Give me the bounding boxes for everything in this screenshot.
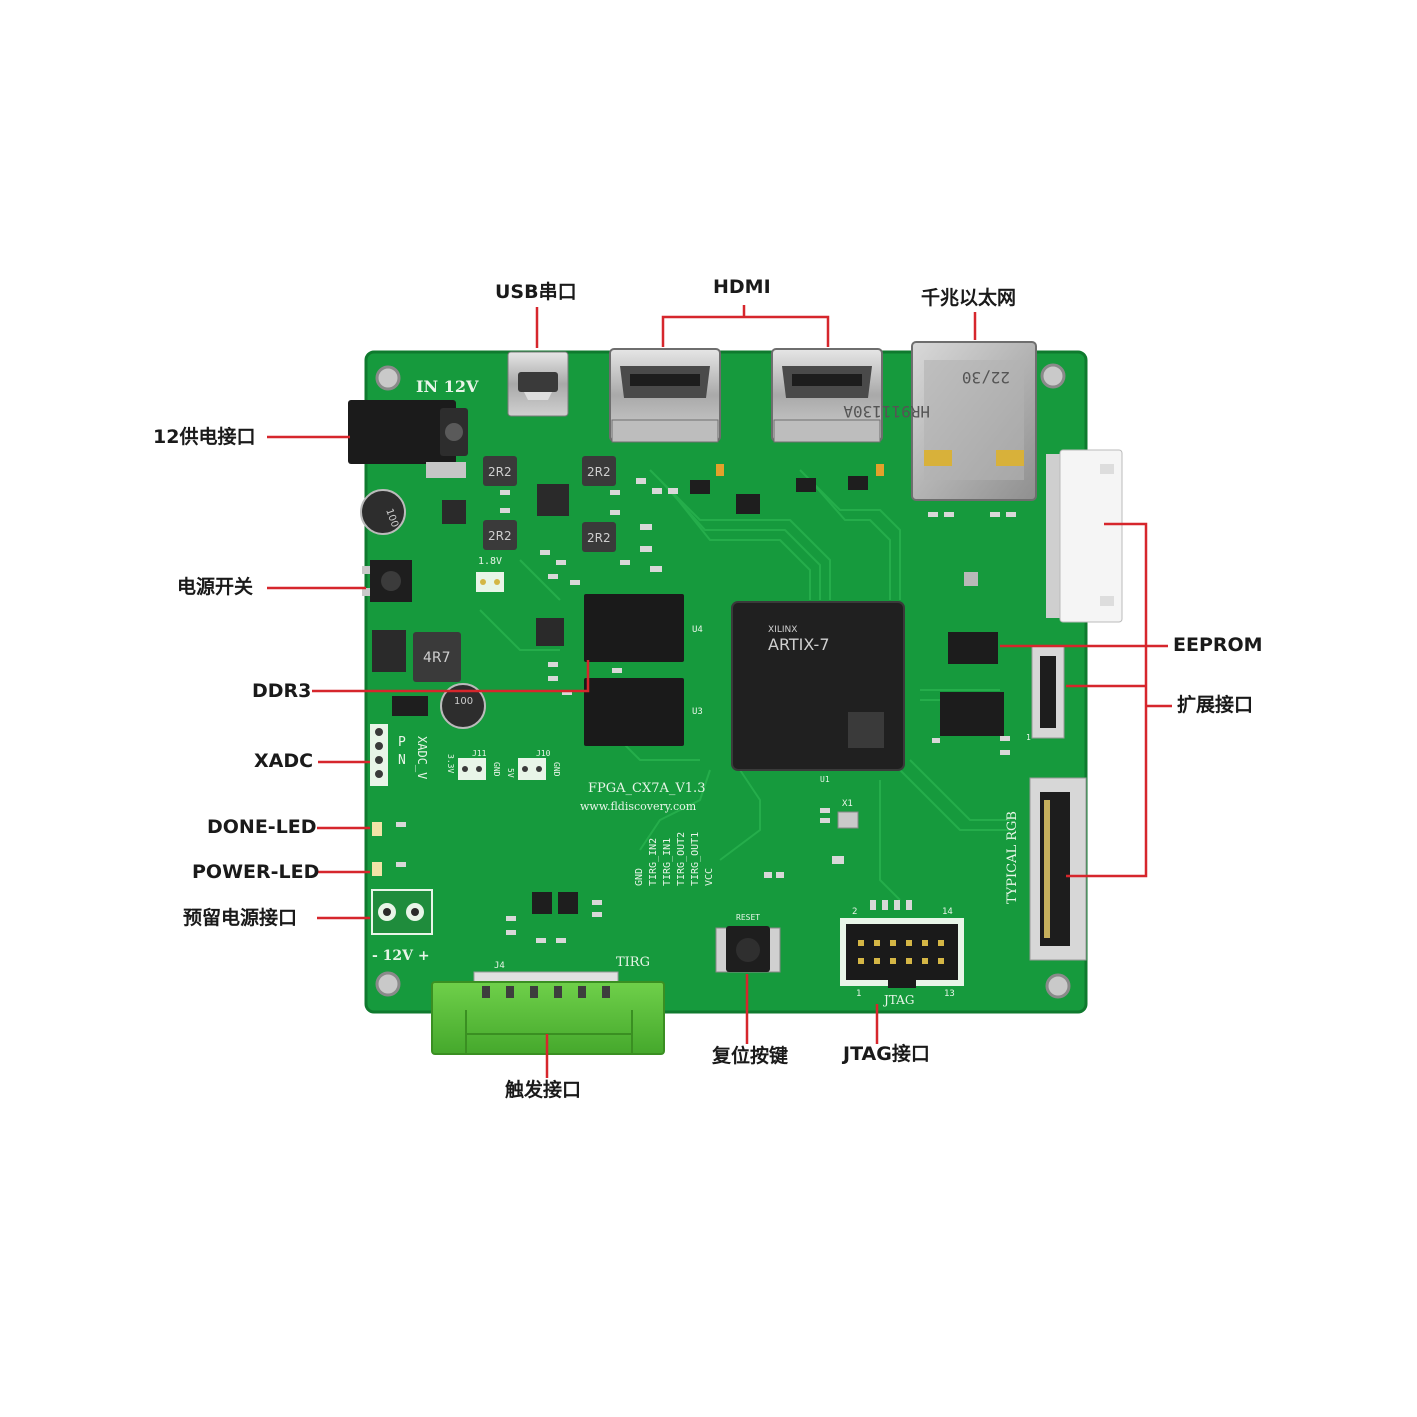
silk-x1: X1 <box>842 799 853 809</box>
jumper-j10: J10 5V GND <box>506 749 561 780</box>
label-usb-uart: USB串口 <box>495 281 577 303</box>
mounting-holes <box>375 363 1071 999</box>
capacitor-2: 100 <box>440 683 486 729</box>
silk-jtag-pin1: 1 <box>856 989 861 999</box>
silk-3v3: 3.3V <box>446 754 455 773</box>
silk-j11: J11 <box>472 749 487 758</box>
inductor-label: 2R2 <box>587 531 611 545</box>
hdmi-connector-2 <box>771 348 883 443</box>
silk-vcc: VCC <box>704 868 715 886</box>
silk-jtag-pin2: 2 <box>852 907 857 917</box>
pcb-board <box>364 350 1088 1014</box>
label-power-12v: 12供电接口 <box>153 426 256 448</box>
expansion-connector-j1 <box>1029 777 1087 961</box>
inductor-label: 2R2 <box>488 529 512 543</box>
label-trigger: 触发接口 <box>505 1079 582 1101</box>
power-led <box>372 862 382 876</box>
ddr3-chip-1: U4 <box>584 594 703 662</box>
callout-lines <box>267 305 1172 1078</box>
fpga-ref: U1 <box>820 775 830 784</box>
silk-tirg: TIRG <box>616 955 650 970</box>
silk-board-name: FPGA_CX7A_V1.3 <box>588 781 705 796</box>
done-led <box>372 822 382 836</box>
reserved-power-terminal <box>371 889 433 935</box>
silk-tirg-in2: TIRG_IN2 <box>648 838 659 886</box>
smd-passives <box>396 464 1016 943</box>
silk-j4: J4 <box>494 961 505 971</box>
silk-tirg-out2: TIRG_OUT2 <box>676 832 687 886</box>
ddr3-chip-2: U3 <box>584 678 703 746</box>
right-connector-j3 <box>1046 449 1123 623</box>
power-jack <box>348 400 468 478</box>
inductor-label: 2R2 <box>488 465 512 479</box>
inductor-4r7-label: 4R7 <box>423 650 451 666</box>
label-reserved-power: 预留电源接口 <box>183 907 298 929</box>
reset-button-component <box>715 926 781 973</box>
silk-gnd-j11: GND <box>492 762 501 777</box>
expansion-connector-j2: 1 <box>1026 645 1065 742</box>
fpga-brand: XILINX <box>768 625 797 635</box>
trigger-connector <box>431 971 665 1055</box>
silk-gnd-j10: GND <box>552 762 561 777</box>
inductor-label: 2R2 <box>587 465 611 479</box>
hdmi-connector-1 <box>609 348 721 443</box>
silk-reset: RESET <box>736 913 760 922</box>
ethernet-date-label: 22/30 <box>962 368 1010 387</box>
ethernet-connector: 22/30 HR911130A <box>843 341 1037 501</box>
silk-jtag: JTAG <box>882 993 914 1007</box>
capacitor-1: 100 <box>360 489 406 535</box>
silk-5v: 5V <box>506 768 515 778</box>
ddr3-label: U3 <box>692 707 703 717</box>
inductor-4r7: 4R7 <box>413 632 461 682</box>
fpga-family: ARTIX-7 <box>768 635 830 654</box>
label-reset-button: 复位按键 <box>712 1045 789 1067</box>
jumper-j11: J11 3.3V GND <box>446 749 501 780</box>
label-ddr3: DDR3 <box>252 680 312 702</box>
silk-1v8: 1.8V <box>478 556 502 567</box>
label-power-switch: 电源开关 <box>177 576 254 598</box>
jtag-header: 14 13 2 1 <box>840 907 964 999</box>
silk-tirg-in1: TIRG_IN1 <box>662 838 673 886</box>
silk-xadc-v: XADC_V <box>415 736 429 779</box>
ddr3-label: U4 <box>692 625 703 635</box>
silk-12v-polarity: - 12V + <box>372 948 430 964</box>
cap-label: 100 <box>454 696 473 707</box>
trigger-silk-labels: GND TIRG_IN2 TIRG_IN1 TIRG_OUT2 TIRG_OUT… <box>634 832 715 886</box>
ethernet-part-label: HR911130A <box>843 402 930 421</box>
silk-tirg-out1: TIRG_OUT1 <box>690 832 701 886</box>
silk-gnd: GND <box>634 868 645 886</box>
label-done-led: DONE-LED <box>207 816 317 838</box>
label-eeprom: EEPROM <box>1173 634 1263 656</box>
silk-typical-rgb: TYPICAL RGB <box>1005 811 1020 904</box>
silk-jtag-pin13: 13 <box>944 989 955 999</box>
label-power-led: POWER-LED <box>192 861 320 883</box>
test-header <box>476 572 504 592</box>
xadc-header <box>370 724 388 786</box>
label-ethernet: 千兆以太网 <box>921 287 1017 309</box>
usb-connector <box>507 351 569 417</box>
label-jtag: JTAG接口 <box>843 1043 930 1065</box>
power-switch <box>362 560 412 602</box>
fpga-chip: XILINX ARTIX-7 U1 <box>731 601 905 784</box>
label-expansion: 扩展接口 <box>1177 694 1254 716</box>
silk-website: www.fldiscovery.com <box>580 800 697 813</box>
silk-jtag-pin14: 14 <box>942 907 953 917</box>
inductors-2r2: 2R2 2R2 2R2 2R2 <box>483 456 616 552</box>
label-hdmi: HDMI <box>713 276 771 298</box>
silk-n: N <box>398 753 406 768</box>
label-xadc: XADC <box>254 750 314 772</box>
j2-pin1: 1 <box>1026 733 1031 742</box>
silk-j10: J10 <box>536 749 551 758</box>
silk-p: P <box>398 735 406 750</box>
silk-in-12v: IN 12V <box>416 377 479 396</box>
